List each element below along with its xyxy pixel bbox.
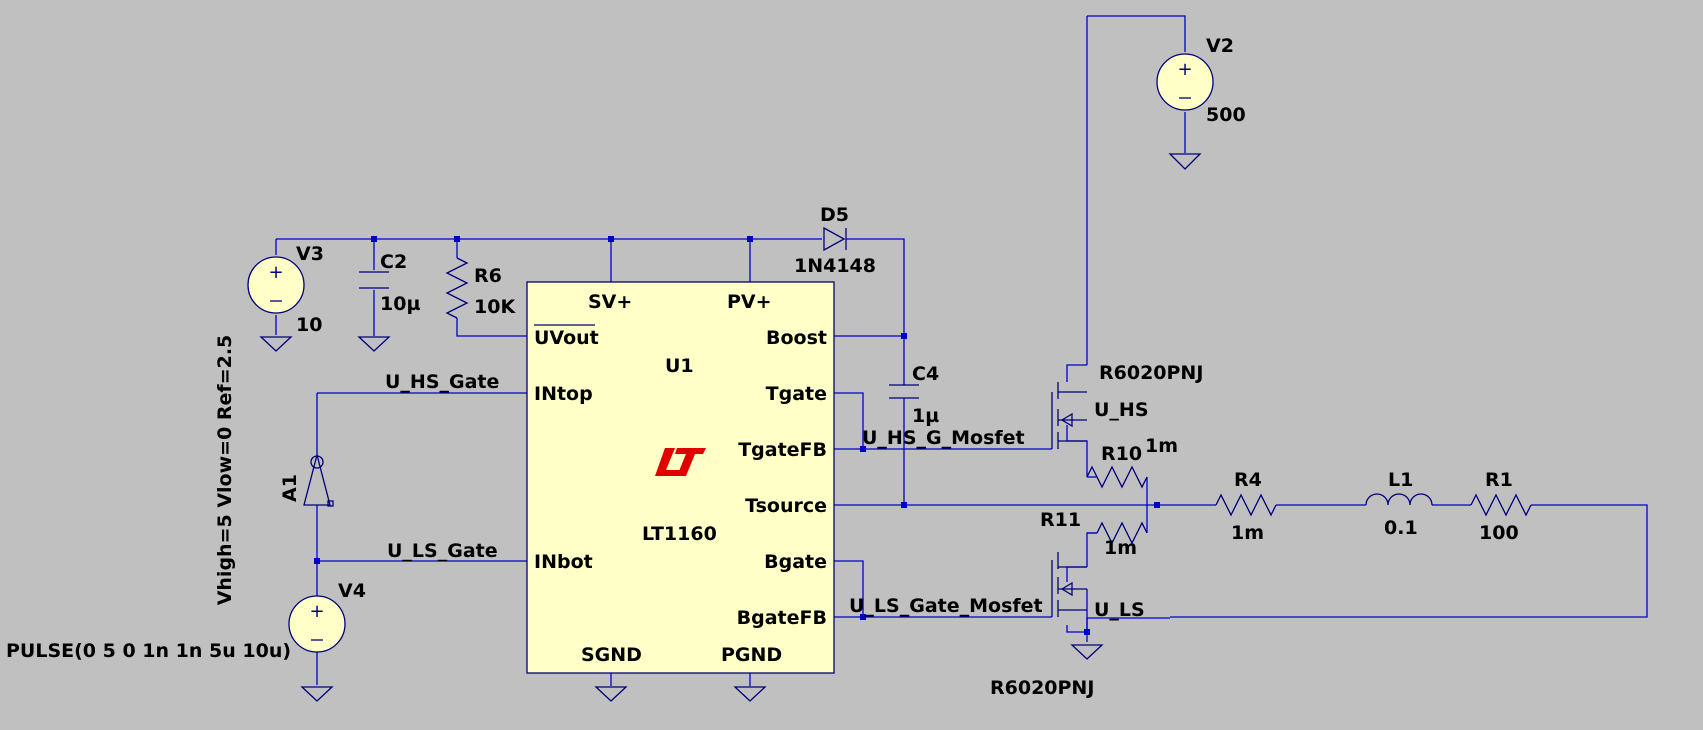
net-hs-g-mosfet: U_HS_G_Mosfet — [862, 427, 1025, 449]
pin-sgnd: SGND — [581, 644, 642, 666]
wires — [275, 15, 1648, 685]
lt-logo — [655, 448, 706, 476]
ground-icon — [259, 336, 293, 352]
mosfet-u-hs[interactable]: R6020PNJ U_HS — [1051, 362, 1203, 449]
ic-ground-wires — [610, 673, 751, 686]
d5-value: 1N4148 — [794, 255, 876, 277]
net-labels: U_HS_Gate U_LS_Gate U_HS_G_Mosfet U_LS_G… — [385, 371, 1043, 617]
ic-part: LT1160 — [642, 523, 717, 545]
ic-lt1160[interactable]: SV+ PV+ UVout INtop INbot Boost Tgate Tg… — [526, 281, 835, 674]
pin-tsource: Tsource — [745, 495, 827, 517]
capacitor-c2[interactable]: C2 10µ — [359, 251, 420, 315]
r10-ref: R10 — [1101, 443, 1142, 465]
mhs-ref: U_HS — [1094, 399, 1149, 421]
c4-ref: C4 — [912, 363, 939, 385]
r6-ref: R6 — [474, 265, 502, 287]
resistor-r4[interactable]: R4 1m — [1215, 469, 1277, 544]
svg-text:+: + — [309, 601, 324, 622]
inductor-l1[interactable]: L1 0.1 — [1365, 469, 1436, 539]
pin-tgatefb: TgateFB — [738, 439, 827, 461]
l1-value: 0.1 — [1384, 517, 1418, 539]
d5-ref: D5 — [820, 204, 849, 226]
c4-value: 1µ — [912, 405, 939, 427]
pin-pgnd: PGND — [721, 644, 782, 666]
net-hs-gate: U_HS_Gate — [385, 371, 499, 393]
mls-value: R6020PNJ — [990, 677, 1094, 699]
v4-value: PULSE(0 5 0 1n 1n 5u 10u) — [6, 640, 291, 662]
a1-ref: A1 — [279, 474, 301, 502]
resistor-r6[interactable]: R6 10K — [445, 257, 516, 319]
ground-icon — [300, 686, 334, 702]
resistor-r11[interactable]: R11 1m — [1040, 509, 1148, 559]
r10-value: 1m — [1145, 435, 1178, 457]
ground-icon — [357, 336, 391, 352]
r11-value: 1m — [1104, 537, 1137, 559]
mosfet-u-ls[interactable]: U_LS R6020PNJ — [990, 552, 1145, 699]
svg-text:+: + — [1177, 59, 1192, 80]
pin-sv: SV+ — [588, 291, 632, 313]
diode-d5[interactable]: D5 1N4148 — [794, 204, 876, 277]
c2-value: 10µ — [380, 293, 420, 315]
v2-value: 500 — [1206, 104, 1246, 126]
v2-ref: V2 — [1206, 35, 1234, 57]
r1-value: 100 — [1479, 522, 1519, 544]
resistor-r10[interactable]: R10 1m — [1086, 435, 1178, 489]
capacitor-c4[interactable]: C4 1µ — [889, 363, 939, 427]
ground-icon — [733, 686, 767, 702]
svg-text:+: + — [268, 262, 283, 283]
pin-bgatefb: BgateFB — [737, 607, 827, 629]
pin-boost: Boost — [766, 327, 827, 349]
voltage-source-v4[interactable]: + V4 PULSE(0 5 0 1n 1n 5u 10u) — [6, 580, 366, 662]
pin-bgate: Bgate — [764, 551, 827, 573]
voltage-source-v3[interactable]: + V3 10 — [247, 243, 324, 336]
v3-ref: V3 — [296, 243, 324, 265]
r4-ref: R4 — [1234, 469, 1262, 491]
resistor-r1[interactable]: R1 100 — [1470, 469, 1532, 544]
mhs-value: R6020PNJ — [1099, 362, 1203, 384]
ground-icon — [594, 686, 628, 702]
ground-symbols — [259, 153, 1202, 702]
net-ls-gate-mosfet: U_LS_Gate_Mosfet — [849, 595, 1043, 617]
pin-intop: INtop — [534, 383, 593, 405]
mls-ref: U_LS — [1094, 599, 1145, 621]
r6-value: 10K — [474, 296, 516, 318]
l1-ref: L1 — [1388, 469, 1413, 491]
ic-ref: U1 — [665, 355, 694, 377]
r1-ref: R1 — [1485, 469, 1513, 491]
r4-value: 1m — [1231, 522, 1264, 544]
net-ls-gate: U_LS_Gate — [387, 540, 498, 562]
c2-ref: C2 — [380, 251, 407, 273]
v3-value: 10 — [296, 314, 322, 336]
pin-uvout: UVout — [534, 327, 599, 349]
voltage-source-v2[interactable]: + V2 500 — [1156, 35, 1246, 126]
pin-pv: PV+ — [727, 291, 772, 313]
buffer-a1[interactable]: A1 Vhigh=5 Vlow=0 Ref=2.5 — [214, 335, 334, 606]
pin-tgate: Tgate — [766, 383, 827, 405]
r11-ref: R11 — [1040, 509, 1081, 531]
ground-icon — [1168, 153, 1202, 170]
ground-icon — [1070, 644, 1104, 660]
a1-value: Vhigh=5 Vlow=0 Ref=2.5 — [214, 335, 236, 606]
v4-ref: V4 — [338, 580, 366, 602]
pin-inbot: INbot — [534, 551, 593, 573]
